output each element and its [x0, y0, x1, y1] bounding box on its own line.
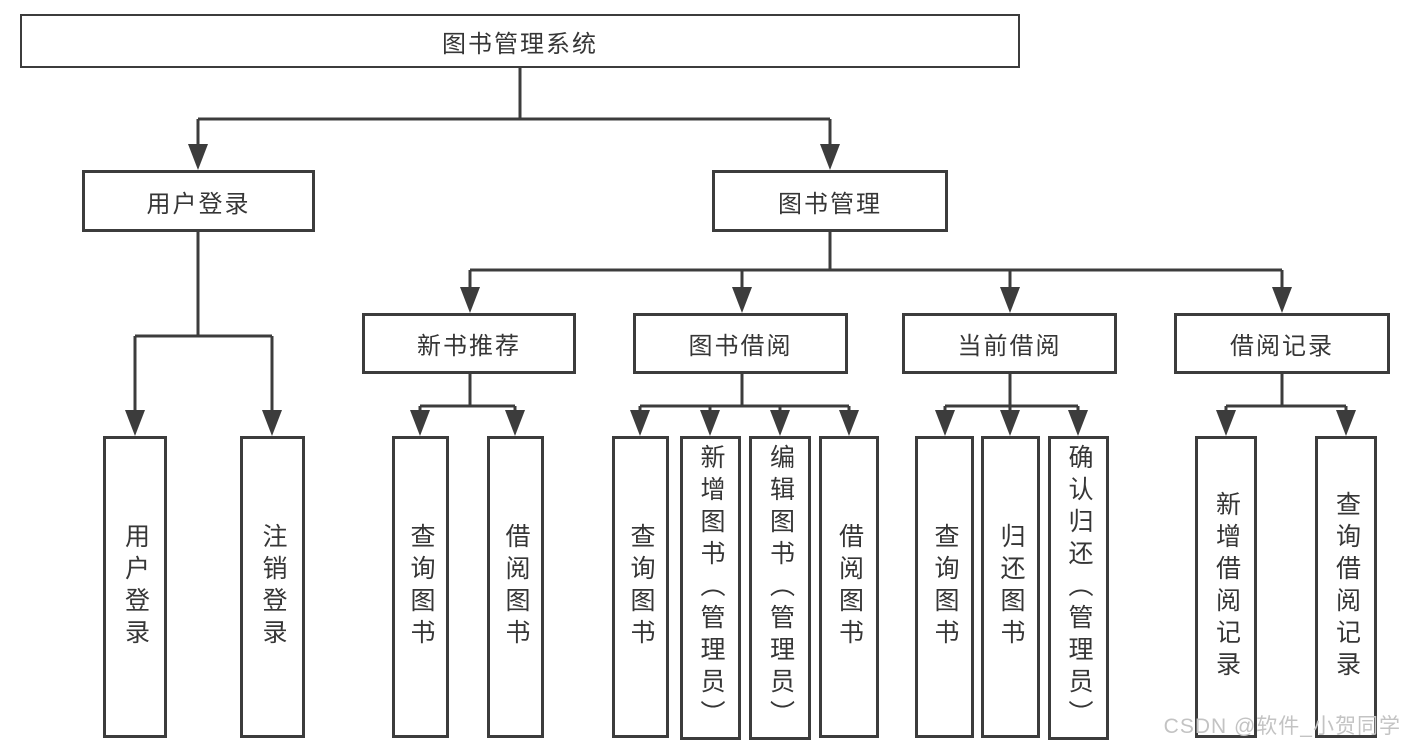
arrowhead-to-leaf-add-books-admin — [700, 410, 720, 436]
node-book-management: 图书管理 — [712, 170, 948, 232]
arrowhead-to-leaf-add-borrow-record — [1216, 410, 1236, 436]
node-label-current-borrow: 当前借阅 — [957, 333, 1062, 360]
node-label-leaf-add-books-admin: 新增图书（管理员） — [697, 444, 725, 732]
connector-path — [468, 232, 1284, 291]
node-new-book-recommend: 新书推荐 — [362, 313, 576, 374]
arrowhead-to-user-login — [188, 144, 208, 170]
connector-path — [1224, 374, 1348, 414]
node-label-leaf-query-books-current: 查询图书 — [931, 523, 959, 651]
node-label-borrow-records: 借阅记录 — [1230, 333, 1334, 360]
node-label-leaf-query-books-borrow: 查询图书 — [627, 523, 655, 651]
arrowhead-to-borrow-records — [1272, 287, 1292, 313]
arrowhead-to-leaf-user-login — [125, 410, 145, 436]
node-leaf-query-borrow-record: 查询借阅记录 — [1315, 436, 1377, 738]
node-label-book-borrow: 图书借阅 — [688, 333, 793, 360]
node-leaf-user-login: 用户登录 — [103, 436, 167, 738]
node-label-leaf-logout: 注销登录 — [259, 523, 287, 651]
node-label-root: 图书管理系统 — [442, 30, 598, 58]
node-leaf-return-books: 归还图书 — [981, 436, 1040, 738]
arrowhead-to-leaf-logout — [262, 410, 282, 436]
node-label-leaf-edit-books-admin: 编辑图书（管理员） — [766, 444, 795, 732]
node-label-leaf-query-borrow-record: 查询借阅记录 — [1332, 491, 1361, 683]
node-label-book-management: 图书管理 — [778, 190, 882, 218]
node-book-borrow: 图书借阅 — [633, 313, 848, 374]
arrowhead-to-leaf-edit-books-admin — [770, 410, 790, 436]
watermark: CSDN @软件_小贺同学 — [1163, 715, 1401, 738]
node-leaf-query-books-current: 查询图书 — [915, 436, 974, 738]
node-label-leaf-add-borrow-record: 新增借阅记录 — [1212, 491, 1241, 683]
arrowhead-to-book-management — [820, 144, 840, 170]
node-label-leaf-return-books: 归还图书 — [997, 523, 1025, 651]
arrowhead-to-leaf-query-books-current — [935, 410, 955, 436]
node-current-borrow: 当前借阅 — [902, 313, 1117, 374]
node-leaf-query-books-borrow: 查询图书 — [612, 436, 669, 738]
node-user-login: 用户登录 — [82, 170, 315, 232]
node-leaf-query-books-recommend: 查询图书 — [392, 436, 449, 738]
node-leaf-add-borrow-record: 新增借阅记录 — [1195, 436, 1257, 738]
node-leaf-edit-books-admin: 编辑图书（管理员） — [749, 436, 811, 740]
node-borrow-records: 借阅记录 — [1174, 313, 1390, 374]
edge-from-book-management — [460, 232, 1292, 313]
node-label-leaf-query-books-recommend: 查询图书 — [407, 523, 435, 651]
node-label-leaf-confirm-return-admin: 确认归还（管理员） — [1065, 444, 1093, 732]
arrowhead-to-leaf-confirm-return-admin — [1068, 410, 1088, 436]
node-leaf-borrow-books: 借阅图书 — [819, 436, 879, 738]
arrowhead-to-current-borrow — [1000, 287, 1020, 313]
node-label-new-book-recommend: 新书推荐 — [417, 333, 521, 360]
node-label-leaf-user-login: 用户登录 — [121, 523, 150, 651]
arrowhead-to-leaf-query-books-borrow — [630, 410, 650, 436]
node-label-leaf-borrow-books-recommend: 借阅图书 — [502, 523, 530, 651]
arrowhead-to-leaf-return-books — [1000, 410, 1020, 436]
edge-from-book-borrow — [630, 374, 859, 436]
node-root: 图书管理系统 — [20, 14, 1020, 68]
arrowhead-to-book-borrow — [732, 287, 752, 313]
node-leaf-add-books-admin: 新增图书（管理员） — [680, 436, 741, 740]
connector-path — [418, 374, 517, 414]
arrowhead-to-new-book-recommend — [460, 287, 480, 313]
node-leaf-confirm-return-admin: 确认归还（管理员） — [1048, 436, 1109, 740]
node-label-leaf-borrow-books: 借阅图书 — [835, 523, 864, 651]
node-leaf-borrow-books-recommend: 借阅图书 — [487, 436, 544, 738]
connector-path — [133, 232, 274, 414]
arrowhead-to-leaf-borrow-books — [839, 410, 859, 436]
node-label-user-login: 用户登录 — [146, 190, 251, 218]
arrowhead-to-leaf-borrow-books-recommend — [505, 410, 525, 436]
edge-from-user-login — [125, 232, 282, 436]
arrowhead-to-leaf-query-borrow-record — [1336, 410, 1356, 436]
node-leaf-logout: 注销登录 — [240, 436, 305, 738]
edge-from-new-book-recommend — [410, 374, 525, 436]
edge-from-current-borrow — [935, 374, 1088, 436]
edge-from-borrow-records — [1216, 374, 1356, 436]
connector-path — [196, 68, 832, 148]
edge-from-root — [188, 68, 840, 170]
arrowhead-to-leaf-query-books-recommend — [410, 410, 430, 436]
